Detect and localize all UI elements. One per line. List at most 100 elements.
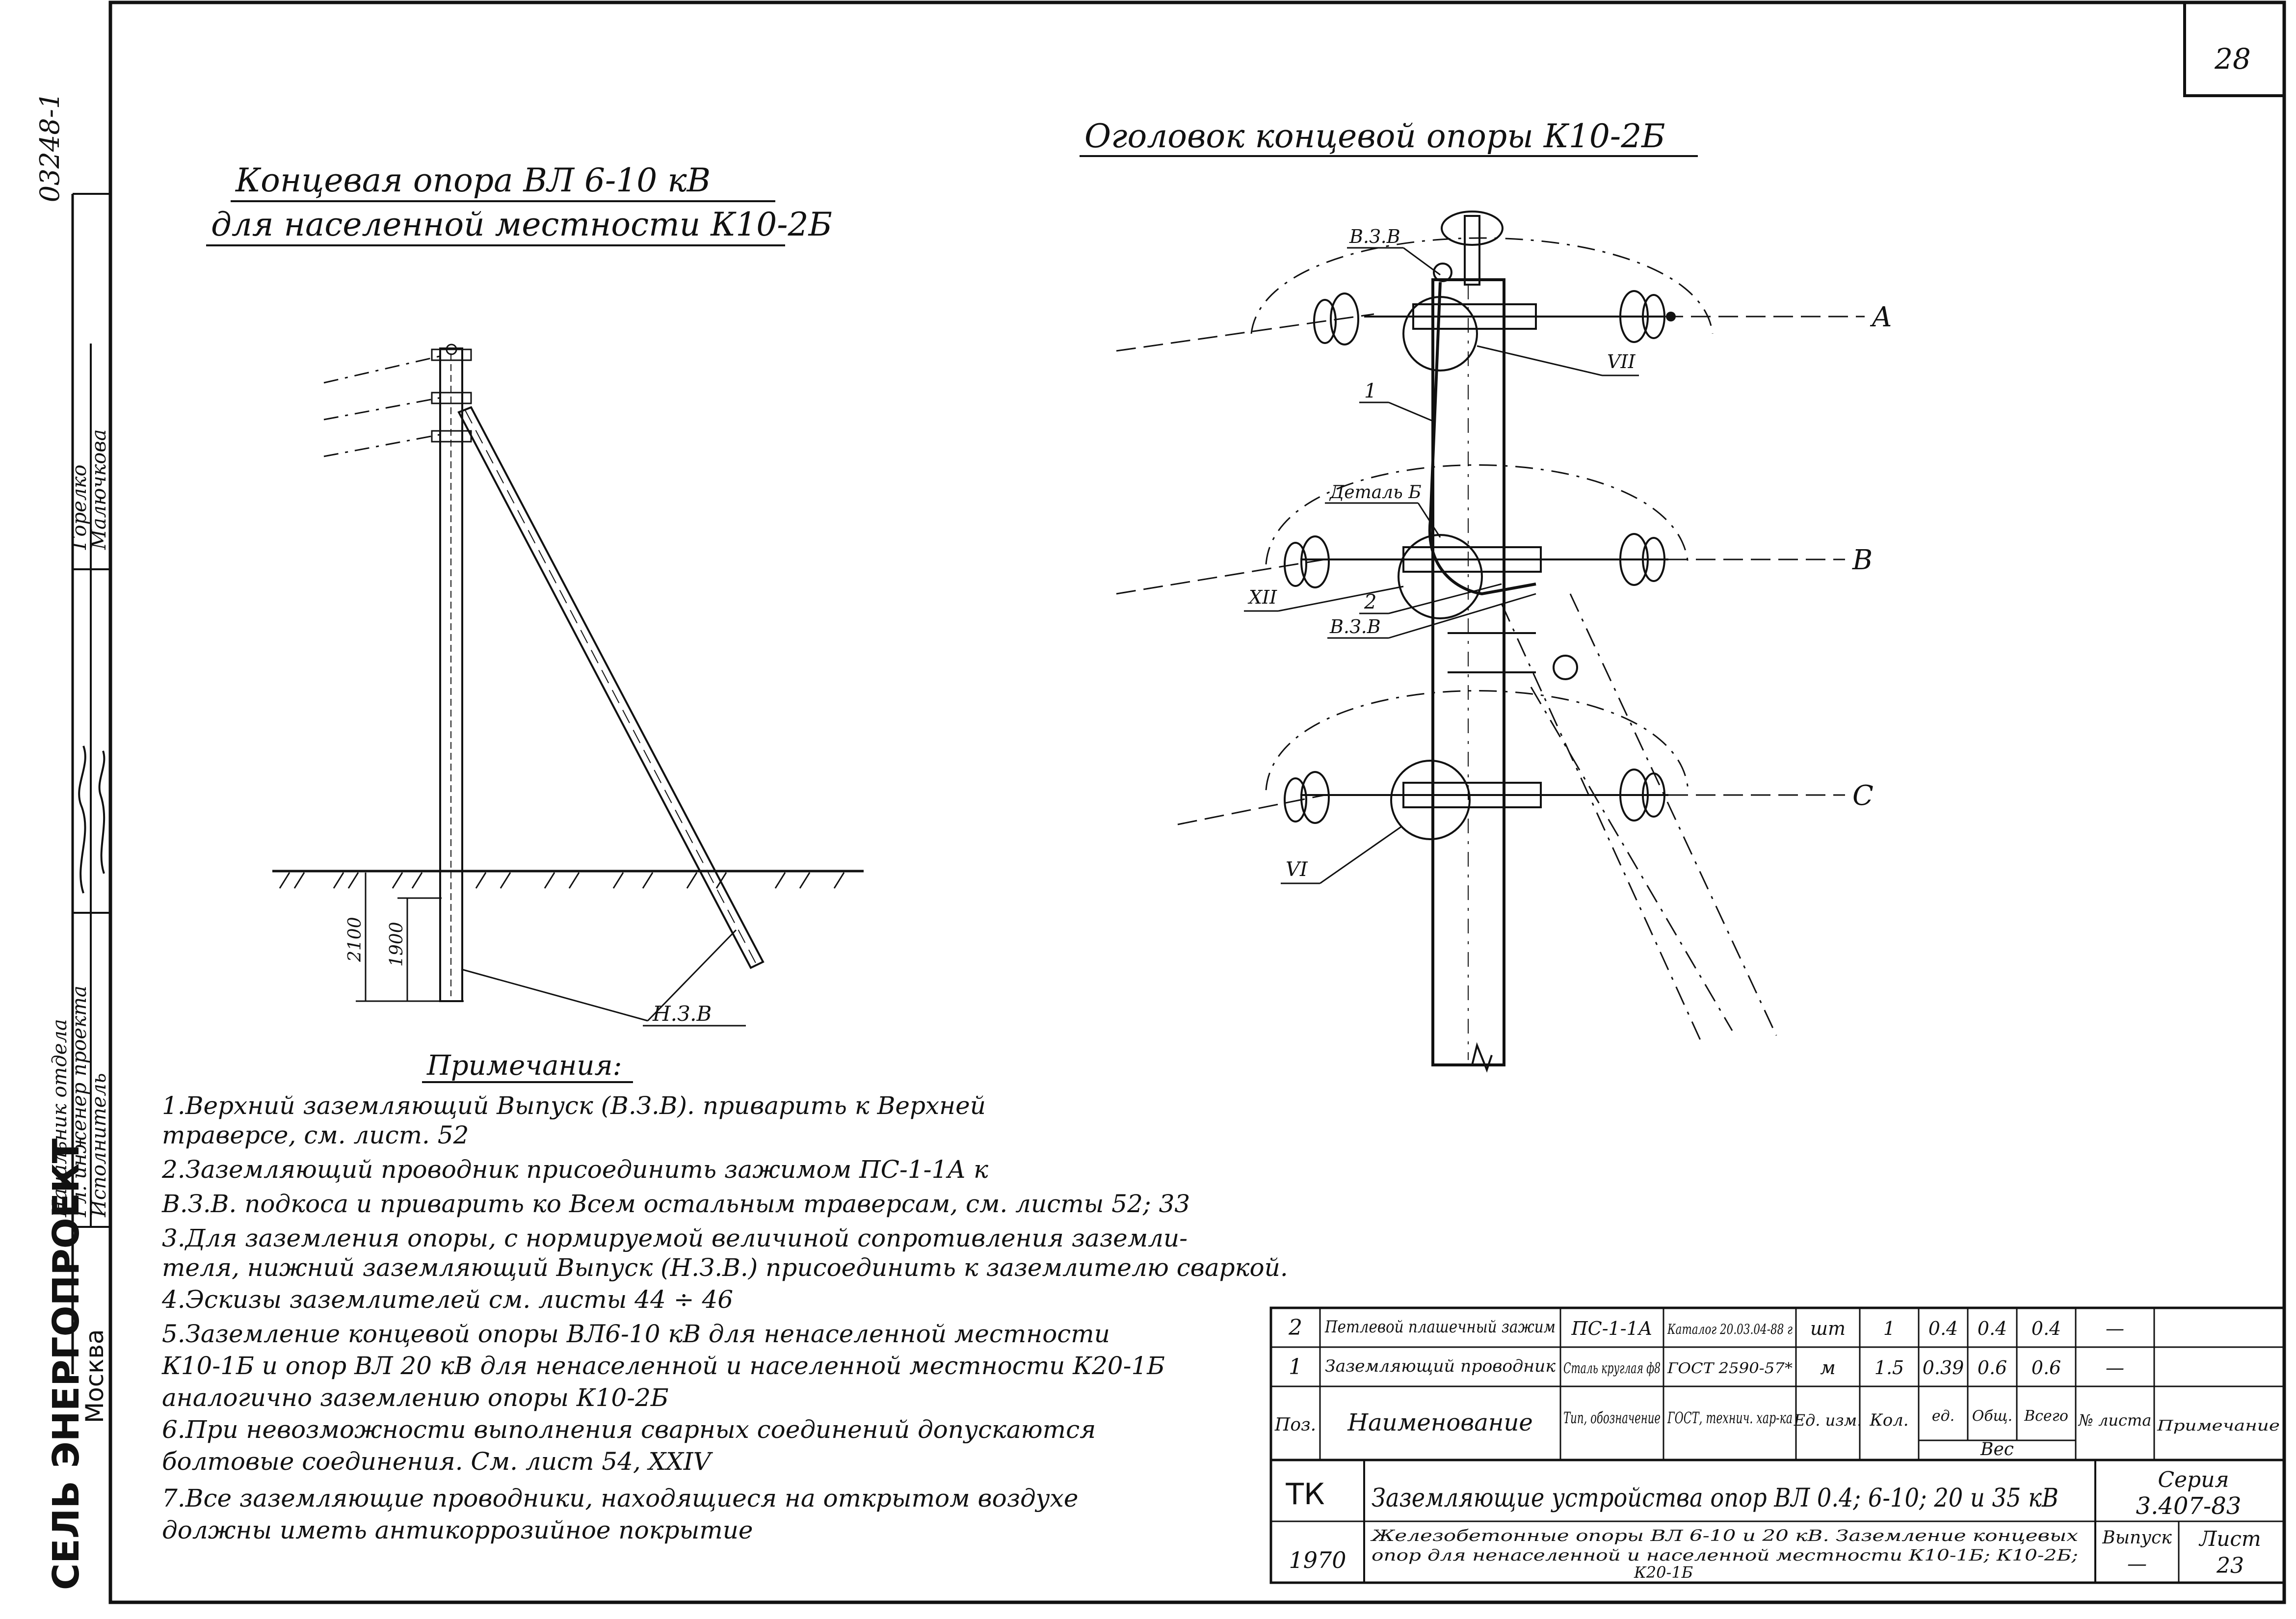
signature-2 xyxy=(98,750,106,874)
stamp-role-1: Начальник отдела xyxy=(49,1019,71,1218)
notes: Примечания: 1.Верхний заземляющий Выпуск… xyxy=(161,1050,1288,1544)
archive-number: 03248-1 xyxy=(34,92,65,202)
hdr-qty: Кол. xyxy=(1869,1410,1908,1430)
tb-subtitle-1: Железобетонные опоры ВЛ 6-10 и 20 кВ. За… xyxy=(1370,1526,2078,1545)
side-stamp: 03248-1 СЕЛЬ ЭНЕРГОПРОЕКТ Москва Начальн… xyxy=(34,92,110,1590)
label-vzv-top: В.З.В xyxy=(1349,226,1400,247)
cell-w-total: 0.6 xyxy=(1978,1357,2007,1379)
label-vi: VI xyxy=(1286,858,1308,881)
signature-1 xyxy=(78,745,86,894)
cell-unit: м xyxy=(1820,1357,1836,1379)
phase-a: A xyxy=(1870,301,1892,333)
note-line: болтовые соединения. См. лист 54, XXIV xyxy=(162,1447,713,1476)
label-detail-b: Деталь Б xyxy=(1329,482,1422,503)
hdr-type: Тип, обозначение xyxy=(1563,1408,1661,1427)
hdr-w-total: Общ. xyxy=(1972,1407,2012,1425)
tb-issue-value: — xyxy=(2127,1553,2147,1575)
cell-name: Заземляющий проводник xyxy=(1325,1356,1556,1376)
hdr-pos: Поз. xyxy=(1274,1415,1316,1435)
detail-circle-b xyxy=(1398,534,1483,619)
cell-qty: 1.5 xyxy=(1874,1357,1904,1379)
label-1: 1 xyxy=(1364,380,1376,402)
page-number-box: 28 xyxy=(2183,2,2284,97)
tb-subtitle-3: К20-1Б xyxy=(1634,1563,1693,1582)
stamp-name-2: Малючкова xyxy=(88,429,110,550)
hdr-name: Наименование xyxy=(1347,1409,1533,1436)
hdr-sheet-no: № листа xyxy=(2078,1411,2152,1430)
stamp-org: СЕЛЬ ЭНЕРГОПРОЕКТ xyxy=(45,1138,87,1590)
right-view: Оголовок концевой опоры К10-2Б A xyxy=(1080,117,1892,1073)
cell-gost: ГОСТ 2590-57* xyxy=(1667,1360,1793,1377)
cell-qty: 1 xyxy=(1883,1318,1895,1339)
note-line: 5.Заземление концевой опоры ВЛ6-10 кВ дл… xyxy=(162,1320,1110,1348)
dim-1900: 1900 xyxy=(387,922,407,967)
note-line: 1.Верхний заземляющий Выпуск (В.З.В). пр… xyxy=(162,1091,986,1120)
note-line: 2.Заземляющий проводник присоединить заж… xyxy=(161,1155,988,1184)
note-line: 7.Все заземляющие проводники, находящиес… xyxy=(162,1484,1078,1513)
tb-code: ТК xyxy=(1285,1477,1324,1512)
hdr-w-all: Всего xyxy=(2024,1407,2068,1425)
phase-b: B xyxy=(1852,544,1873,576)
label-2: 2 xyxy=(1364,591,1376,613)
stamp-city: Москва xyxy=(80,1329,109,1423)
cell-sheet: — xyxy=(2106,1357,2124,1379)
note-line: В.З.В. подкоса и приварить ко Всем остал… xyxy=(161,1190,1190,1218)
cell-pos: 1 xyxy=(1289,1354,1302,1380)
hdr-remark: Примечание xyxy=(2157,1417,2280,1434)
cell-type: Сталь круглая ф8 xyxy=(1563,1360,1661,1377)
detail-circle-vi xyxy=(1390,760,1471,840)
left-view: Концевая опора ВЛ 6-10 кВ для населенной… xyxy=(206,161,864,1027)
note-line: теля, нижний заземляющий Выпуск (Н.З.В.)… xyxy=(162,1253,1288,1282)
tb-subtitle-2: опор для ненаселенной и населенной местн… xyxy=(1372,1546,2078,1565)
cell-w-total: 0.4 xyxy=(1978,1318,2007,1339)
phase-c: C xyxy=(1852,780,1874,812)
note-line: траверсе, см. лист. 52 xyxy=(162,1121,469,1149)
left-title-line1: Концевая опора ВЛ 6-10 кВ xyxy=(235,161,711,199)
tb-year: 1970 xyxy=(1289,1547,1346,1573)
label-vzv-mid: В.З.В xyxy=(1329,616,1381,637)
tb-sheet-value: 23 xyxy=(2216,1553,2244,1578)
notes-heading: Примечания: xyxy=(426,1050,622,1082)
cell-unit: шт xyxy=(1810,1318,1846,1339)
stamp-name-1: Горелко xyxy=(68,465,91,550)
hdr-w-unit: ед. xyxy=(1932,1407,1954,1425)
title-block: ТК 1970 Заземляющие устройства опор ВЛ 0… xyxy=(1269,1459,2286,1584)
note-line: К10-1Б и опор ВЛ 20 кВ для ненаселенной … xyxy=(161,1352,1165,1380)
right-title: Оголовок концевой опоры К10-2Б xyxy=(1084,117,1665,155)
spec-table: 2 Петлевой плашечный зажим ПС-1-1А Катал… xyxy=(1269,1306,2286,1461)
cell-name: Петлевой плашечный зажим xyxy=(1324,1317,1556,1337)
tb-sheet-label: Лист xyxy=(2198,1527,2261,1551)
note-line: аналогично заземлению опоры К10-2Б xyxy=(162,1383,669,1412)
tb-title: Заземляющие устройства опор ВЛ 0.4; 6-10… xyxy=(1372,1484,2058,1513)
label-vii: VII xyxy=(1607,351,1636,372)
cell-w-all: 0.6 xyxy=(2032,1357,2061,1379)
detail-circle-vii xyxy=(1402,296,1478,372)
stamp-role-3: Исполнитель xyxy=(88,1073,110,1218)
label-xii: XII xyxy=(1247,586,1277,608)
dim-2100: 2100 xyxy=(345,917,365,962)
cell-gost: Каталог 20.03.04-88 г xyxy=(1667,1321,1793,1337)
label-nzv: Н.З.В xyxy=(652,1002,712,1026)
note-line: 3.Для заземления опоры, с нормируемой ве… xyxy=(162,1224,1188,1252)
note-line: должны иметь антикоррозийное покрытие xyxy=(162,1516,753,1544)
hdr-weight: Вес xyxy=(1980,1439,2014,1460)
cell-pos: 2 xyxy=(1288,1315,1302,1340)
cell-type: ПС-1-1А xyxy=(1571,1318,1652,1339)
cell-w-unit: 0.4 xyxy=(1928,1318,1958,1339)
cell-w-all: 0.4 xyxy=(2032,1318,2061,1339)
left-title-line2: для населенной местности К10-2Б xyxy=(211,206,832,243)
brace-left xyxy=(457,406,765,969)
stamp-role-2: Гл. инженер проекта xyxy=(68,985,91,1218)
hdr-unit: Ед. изм. xyxy=(1794,1411,1862,1430)
tb-issue-label: Выпуск xyxy=(2102,1528,2172,1548)
tb-series-value: 3.407-83 xyxy=(2136,1492,2242,1520)
sheet-frame xyxy=(108,0,2286,1604)
hdr-gost: ГОСТ, технич. хар-ка xyxy=(1667,1408,1793,1427)
page-number: 28 xyxy=(2214,42,2251,76)
tb-series-label: Серия xyxy=(2158,1467,2229,1492)
cell-w-unit: 0.39 xyxy=(1923,1357,1964,1379)
cell-sheet: — xyxy=(2106,1318,2124,1339)
note-line: 4.Эскизы заземлителей см. листы 44 ÷ 46 xyxy=(161,1285,733,1314)
note-line: 6.При невозможности выполнения сварных с… xyxy=(162,1415,1096,1444)
